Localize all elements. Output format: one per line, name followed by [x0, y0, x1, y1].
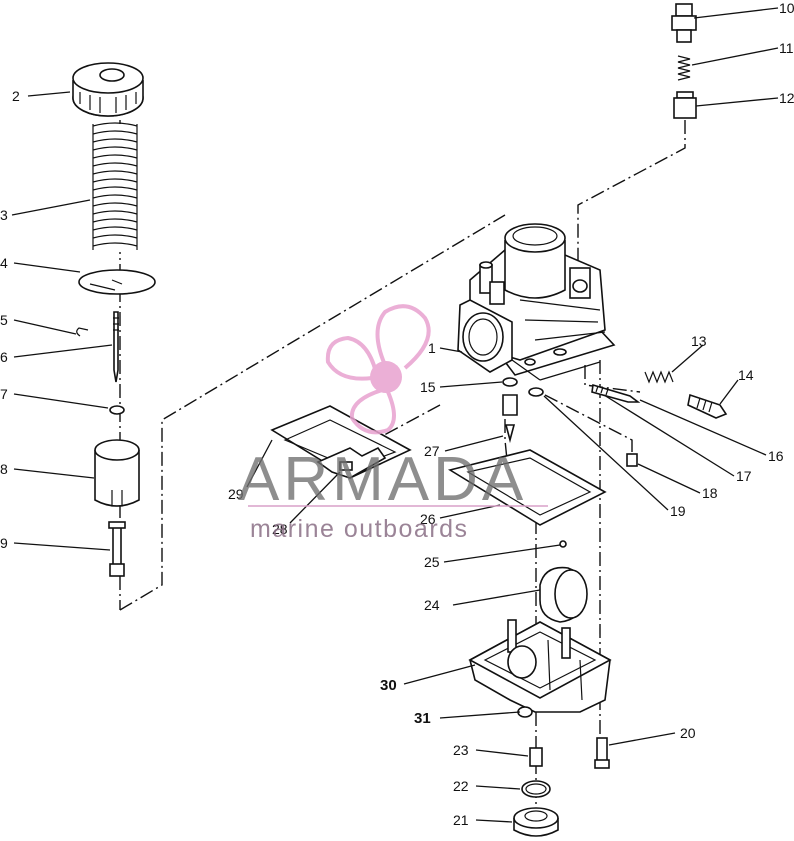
callout-11: 11: [779, 40, 794, 56]
callout-18: 18: [702, 485, 718, 501]
part-float-bowl: [468, 619, 612, 713]
callout-23: 23: [453, 742, 469, 758]
callout-7: 7: [0, 386, 8, 402]
callout-28: 28: [272, 521, 288, 537]
part-needle-valve: [502, 394, 518, 444]
part-retainer-plate: [78, 269, 156, 295]
callout-26: 26: [420, 511, 436, 527]
part-o-ring: [521, 780, 551, 798]
leader-lines: [11, 7, 779, 823]
callout-16: 16: [768, 448, 784, 464]
callout-10: 10: [779, 0, 794, 16]
part-spring: [92, 122, 138, 252]
callout-4: 4: [0, 255, 8, 271]
part-bowl-drain-boss: [517, 706, 533, 718]
part-inlet-fitting: [671, 3, 697, 43]
part-top-cap: [72, 62, 144, 117]
callout-13: 13: [691, 333, 707, 349]
callout-29: 29: [228, 486, 244, 502]
part-drain-screw: [626, 453, 638, 467]
part-small-o-ring: [528, 387, 544, 397]
callout-17: 17: [736, 468, 752, 484]
logo-blade-top: [375, 304, 431, 370]
callout-24: 24: [424, 597, 440, 613]
logo-hub: [370, 361, 402, 393]
watermark-tagline: marine outboards: [250, 515, 469, 543]
callout-9: 9: [0, 535, 8, 551]
part-inlet-spring: [677, 55, 691, 81]
part-jet-needle: [113, 311, 119, 383]
callout-25: 25: [424, 554, 440, 570]
callout-27: 27: [424, 443, 440, 459]
part-float-arm: [316, 446, 387, 479]
part-pilot-jet: [502, 377, 518, 387]
callout-30: 30: [380, 677, 397, 694]
callout-5: 5: [0, 312, 8, 328]
callout-21: 21: [453, 812, 469, 828]
part-inlet-seat: [673, 91, 697, 119]
callout-3: 3: [0, 207, 8, 223]
part-carburetor-body: [457, 223, 616, 381]
part-pilot-screw: [591, 383, 641, 403]
part-bowl-screw: [594, 737, 610, 769]
part-washer: [109, 405, 125, 415]
part-float: [539, 566, 588, 623]
part-main-jet: [529, 747, 543, 767]
callout-2: 2: [12, 88, 20, 104]
callout-6: 6: [0, 349, 8, 365]
part-needle-jet: [108, 521, 126, 577]
part-drain-plug: [513, 807, 559, 837]
callout-20: 20: [680, 725, 696, 741]
callout-22: 22: [453, 778, 469, 794]
logo-blade-left: [325, 335, 378, 381]
callout-15: 15: [420, 379, 436, 395]
watermark-propeller-logo: [325, 304, 431, 435]
callout-14: 14: [738, 367, 754, 383]
part-pilot-spring: [644, 370, 674, 384]
callout-19: 19: [670, 503, 686, 519]
callout-8: 8: [0, 461, 8, 477]
part-adjust-screw: [687, 393, 728, 419]
part-float-pin: [559, 540, 567, 548]
part-e-clip: [76, 327, 89, 337]
part-throttle-valve: [94, 439, 140, 507]
callout-31: 31: [414, 710, 431, 727]
watermark: ARMADA marine outboards: [238, 304, 548, 543]
logo-blade-bottom: [349, 388, 396, 435]
callout-12: 12: [779, 90, 794, 106]
callout-1: 1: [428, 340, 436, 356]
watermark-brand: ARMADA: [238, 445, 527, 514]
